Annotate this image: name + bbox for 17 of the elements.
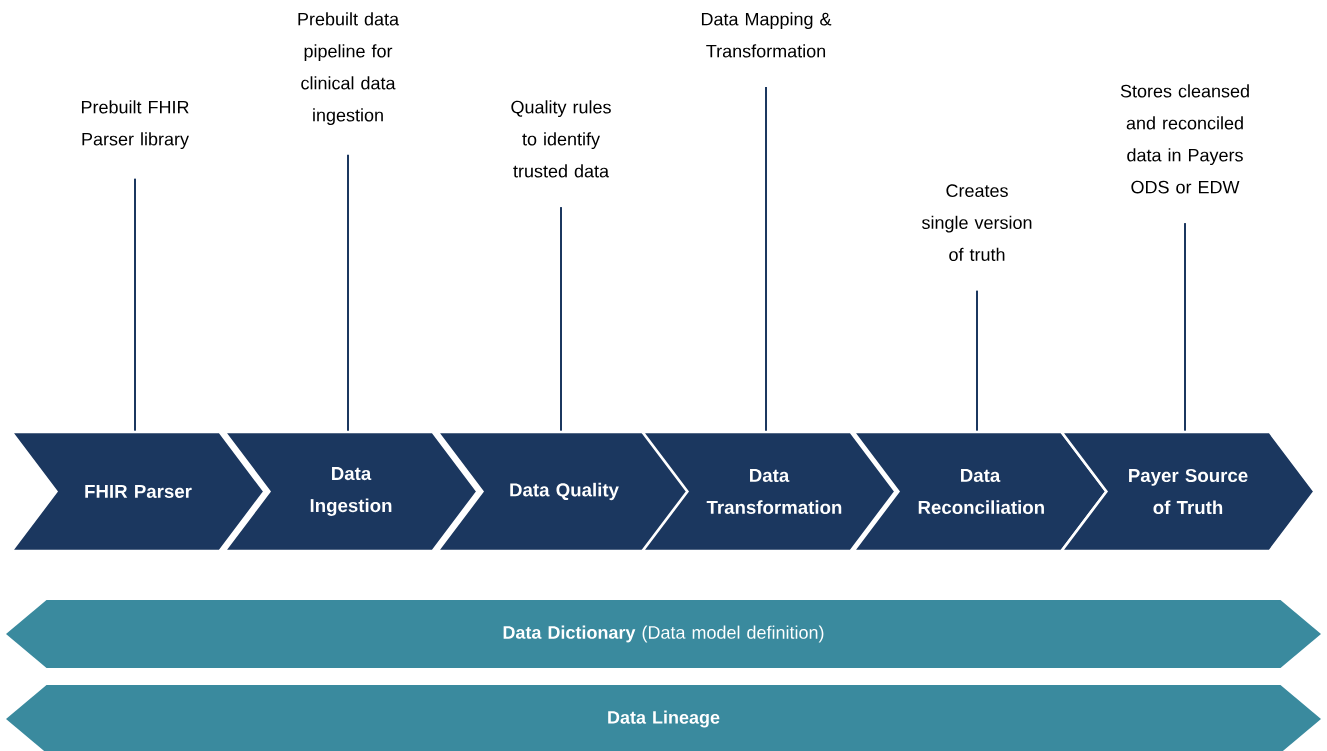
leader-line — [765, 86, 767, 432]
annotation-text: Stores cleansed and reconciled data in Payers ODS or EDW — [1120, 84, 1249, 194]
leader-line — [1184, 222, 1186, 432]
leader-line — [134, 177, 136, 432]
annotation-text: Data Mapping & Transformation — [701, 12, 832, 58]
leader-line — [976, 289, 978, 432]
annotation-text: Quality rules to identify trusted data — [511, 100, 611, 178]
annotation-text: Prebuilt data pipeline for clinical data ingestion — [298, 12, 400, 126]
ribbon-band: Data Lineage — [6, 685, 1321, 751]
annotation-text: Prebuilt FHIR Parser library — [82, 100, 189, 150]
annotation-text: Creates single version of truth — [922, 184, 1032, 261]
node-label: Payer Source of Truth — [1129, 468, 1248, 515]
leader-line — [560, 206, 562, 432]
leader-line — [347, 153, 349, 432]
ribbon-band: Data Dictionary (Data model definition) — [6, 600, 1321, 668]
chevron-step: Payer Source of Truth — [1058, 430, 1317, 553]
chevron-step: Data Transformation — [639, 430, 898, 553]
